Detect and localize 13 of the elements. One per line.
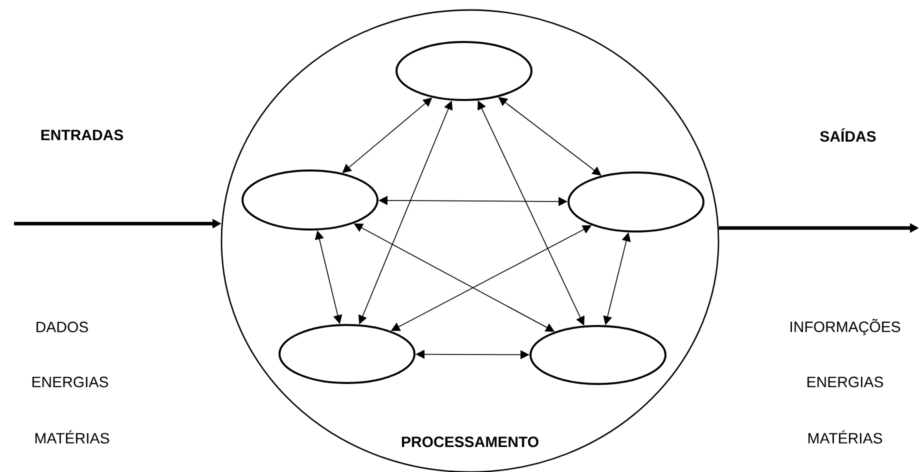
- item-label: MATÉRIAS: [808, 430, 882, 444]
- item-label: ENERGIAS: [807, 376, 884, 388]
- ellipse-shape: [396, 41, 532, 101]
- heading-label: SAÍDAS: [820, 128, 876, 142]
- ellipse-shape: [530, 325, 666, 385]
- ellipse-shape: [242, 170, 378, 230]
- heading-label: ENTRADAS: [41, 130, 124, 140]
- ellipse-shape: [568, 172, 704, 232]
- item-label: ENERGIAS: [32, 376, 108, 388]
- item-label: MATÉRIAS: [35, 430, 110, 444]
- item-label: INFORMAÇÕES: [790, 318, 900, 336]
- ellipse-shape: [278, 324, 416, 384]
- item-label: DADOS: [36, 322, 88, 332]
